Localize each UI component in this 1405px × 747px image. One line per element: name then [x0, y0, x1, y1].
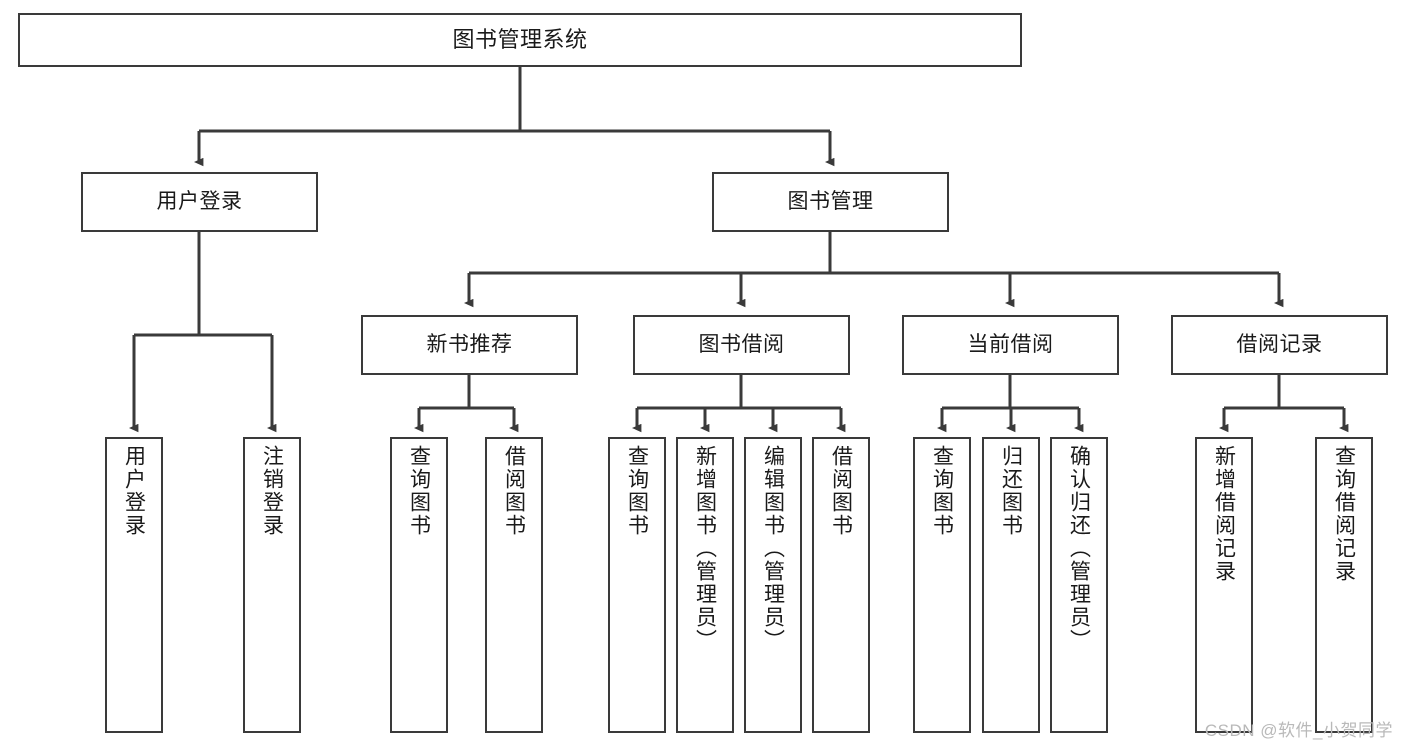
- node-leaf-query-book-2[interactable]: 查询图书: [608, 437, 666, 733]
- node-leaf-borrow-book-2-label: 借阅图书: [829, 445, 853, 537]
- node-leaf-confirm-return-label: 确认归还（管理员）: [1067, 445, 1091, 652]
- node-new-book-recommend-label: 新书推荐: [426, 332, 513, 356]
- node-leaf-add-record[interactable]: 新增借阅记录: [1195, 437, 1253, 733]
- node-book-manage[interactable]: 图书管理: [712, 172, 949, 232]
- node-leaf-query-book-3-label: 查询图书: [930, 445, 954, 537]
- node-leaf-add-book-label: 新增图书（管理员）: [693, 445, 717, 652]
- node-leaf-user-login[interactable]: 用户登录: [105, 437, 163, 733]
- node-leaf-query-book-1-label: 查询图书: [407, 445, 431, 537]
- node-new-book-recommend[interactable]: 新书推荐: [361, 315, 578, 375]
- node-leaf-logout-label: 注销登录: [260, 445, 284, 537]
- node-user-login[interactable]: 用户登录: [81, 172, 318, 232]
- node-root-label: 图书管理系统: [452, 27, 588, 53]
- node-leaf-query-record[interactable]: 查询借阅记录: [1315, 437, 1373, 733]
- node-book-borrow[interactable]: 图书借阅: [633, 315, 850, 375]
- node-leaf-logout[interactable]: 注销登录: [243, 437, 301, 733]
- node-book-borrow-label: 图书借阅: [698, 332, 785, 356]
- node-root[interactable]: 图书管理系统: [18, 13, 1022, 67]
- node-leaf-add-book[interactable]: 新增图书（管理员）: [676, 437, 734, 733]
- node-leaf-edit-book[interactable]: 编辑图书（管理员）: [744, 437, 802, 733]
- node-leaf-query-book-2-label: 查询图书: [625, 445, 649, 537]
- node-user-login-label: 用户登录: [156, 189, 243, 213]
- node-leaf-query-record-label: 查询借阅记录: [1332, 445, 1356, 583]
- node-current-borrow[interactable]: 当前借阅: [902, 315, 1119, 375]
- watermark-text: CSDN @软件_小贺同学: [1204, 721, 1393, 740]
- node-leaf-edit-book-label: 编辑图书（管理员）: [761, 445, 785, 652]
- node-leaf-confirm-return[interactable]: 确认归还（管理员）: [1050, 437, 1108, 733]
- node-current-borrow-label: 当前借阅: [967, 332, 1054, 356]
- node-leaf-borrow-book-2[interactable]: 借阅图书: [812, 437, 870, 733]
- node-borrow-record[interactable]: 借阅记录: [1171, 315, 1388, 375]
- node-borrow-record-label: 借阅记录: [1236, 332, 1323, 356]
- node-leaf-query-book-3[interactable]: 查询图书: [913, 437, 971, 733]
- node-leaf-add-record-label: 新增借阅记录: [1212, 445, 1236, 583]
- node-leaf-borrow-book-1[interactable]: 借阅图书: [485, 437, 543, 733]
- node-leaf-borrow-book-1-label: 借阅图书: [502, 445, 526, 537]
- node-leaf-query-book-1[interactable]: 查询图书: [390, 437, 448, 733]
- node-book-manage-label: 图书管理: [787, 189, 874, 213]
- node-leaf-return-book-label: 归还图书: [999, 445, 1023, 537]
- node-leaf-user-login-label: 用户登录: [122, 445, 146, 537]
- node-leaf-return-book[interactable]: 归还图书: [982, 437, 1040, 733]
